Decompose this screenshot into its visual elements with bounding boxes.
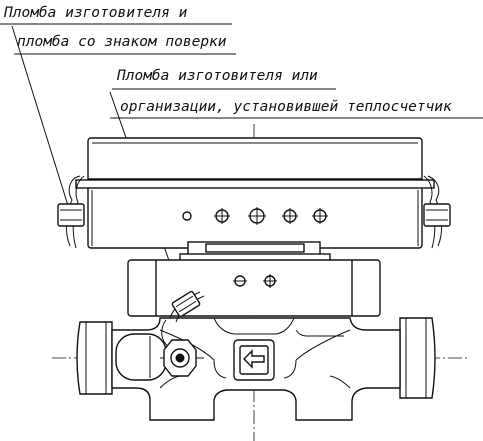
seal-wire (427, 175, 443, 247)
lead-seal-icon (423, 203, 451, 227)
left-thread-end (76, 321, 113, 395)
right-lead-seal (423, 175, 451, 249)
sensor-port (115, 333, 167, 381)
mounting-block (127, 259, 381, 317)
callout-seal-1: Пломба изготовителя и пломба со знаком п… (0, 5, 236, 213)
block-lead-seal (161, 290, 205, 347)
arrow-left-icon (243, 349, 265, 369)
flow-direction-plate (233, 339, 275, 381)
block-body (127, 259, 381, 317)
right-thread-end (399, 317, 436, 399)
lead-seal-icon (171, 290, 201, 318)
left-lead-seal (57, 175, 85, 249)
connector-row (182, 207, 328, 225)
lead-seal-icon (57, 203, 85, 227)
electronic-unit (75, 137, 435, 249)
sensor-nut (160, 339, 204, 377)
unit-housing (87, 137, 423, 249)
seal-wire (65, 175, 81, 247)
flow-body (76, 317, 436, 421)
callout-1-line-2: пломба со знаком поверки (17, 34, 227, 50)
callout-seal-2: Пломба изготовителя или организации, уст… (109, 68, 483, 293)
callout-2-line-1: Пломба изготовителя или (116, 68, 318, 84)
callout-1-leader (11, 25, 71, 213)
callout-1-line-1: Пломба изготовителя и (3, 5, 188, 21)
callout-2-line-2: организации, установившей теплосчетчик (120, 99, 452, 115)
adapter-neck (179, 241, 331, 263)
connector-hole (182, 211, 192, 221)
lid-rim (75, 179, 435, 189)
